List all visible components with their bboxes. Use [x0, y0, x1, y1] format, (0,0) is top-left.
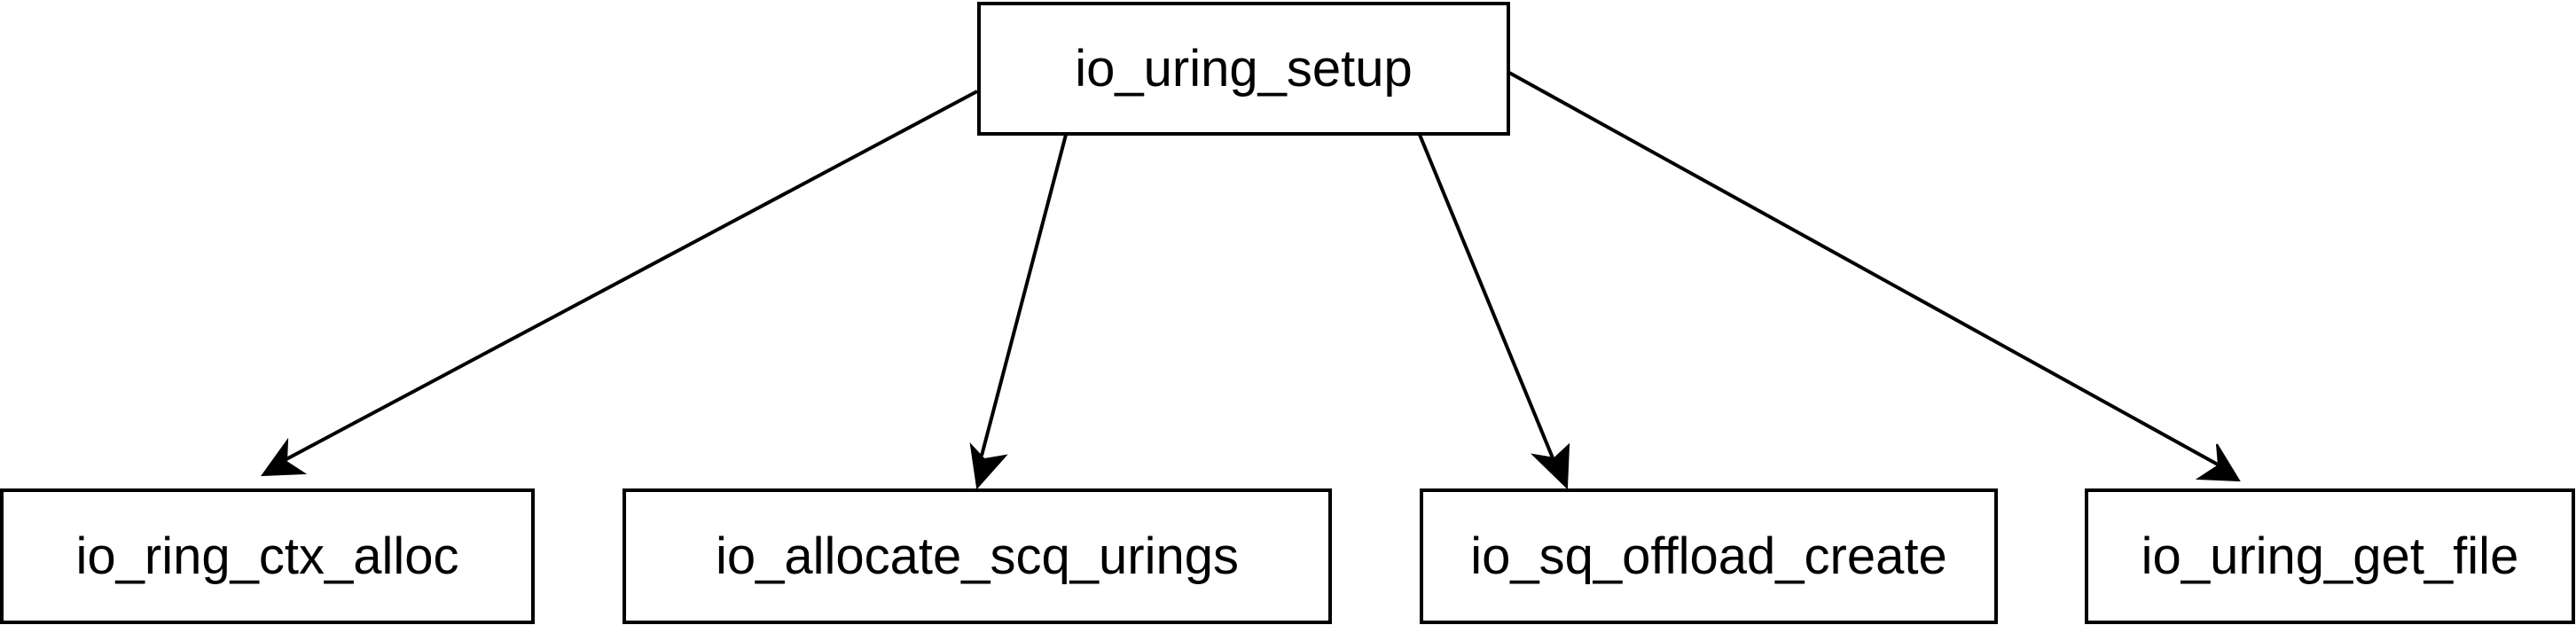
arrowhead-uring-get-file — [2195, 443, 2241, 482]
node-label: io_ring_ctx_alloc — [75, 527, 459, 585]
node-label: io_uring_get_file — [2141, 527, 2519, 585]
edge-setup-to-ring-ctx-alloc — [284, 90, 978, 462]
edge-setup-to-uring-get-file — [1508, 71, 2219, 466]
arrowhead-ring-ctx-alloc — [260, 437, 308, 477]
node-io-uring-setup: io_uring_setup — [977, 2, 1510, 136]
arrowhead-sq-offload-create — [1531, 442, 1570, 490]
node-io-ring-ctx-alloc: io_ring_ctx_alloc — [0, 488, 535, 624]
node-io-allocate-scq-urings: io_allocate_scq_urings — [622, 488, 1332, 624]
node-label: io_allocate_scq_urings — [715, 527, 1240, 585]
node-label: io_sq_offload_create — [1470, 527, 1947, 585]
edge-setup-to-sq-offload-create — [1418, 134, 1555, 461]
edge-setup-to-allocate-scq-urings — [980, 134, 1068, 457]
node-io-sq-offload-create: io_sq_offload_create — [1420, 488, 1998, 624]
node-io-uring-get-file: io_uring_get_file — [2085, 488, 2575, 624]
arrowhead-allocate-scq-urings — [969, 441, 1008, 490]
node-label: io_uring_setup — [1075, 40, 1413, 98]
